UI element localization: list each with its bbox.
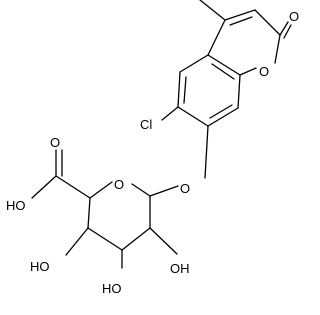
bond-c2-oh-right (149, 227, 178, 255)
bond-c5-c6-double (183, 76, 187, 104)
bond-c3-c4-double (229, 16, 253, 26)
structure-canvas: O O Cl O O O HO HO HO OH (6, 0, 299, 296)
bond-c6-c7 (177, 106, 209, 127)
bond-c4a-c5 (179, 54, 209, 73)
bond-c7-c8-double (209, 104, 233, 119)
label-carbonyl-oxygen: O (289, 9, 299, 24)
atom-labels: O O Cl O O O HO HO HO OH (6, 9, 299, 296)
label-ring-oxygen-coumarin: O (259, 64, 269, 79)
bond-cooh-hydroxyl (31, 175, 57, 199)
label-ether-oxygen: O (180, 181, 190, 196)
bond-c4-oh-left (65, 227, 89, 256)
bond-c7-o-ether (204, 125, 209, 179)
pyranone-ring (199, 0, 292, 76)
bond-c7-c8 (207, 107, 239, 127)
bond-c6-cl (161, 106, 179, 121)
bond-c1-ring-o (131, 183, 151, 197)
molecule-diagram: O O Cl O O O HO HO HO OH (6, 0, 299, 296)
bond-c2-o1 (274, 34, 281, 64)
bond-o1-c8a (239, 67, 257, 76)
bond-c2-carbonyl-double (283, 24, 292, 39)
bond-c5-c4 (87, 197, 91, 229)
bond-c1-o-ether (149, 185, 179, 197)
bond-c4a-c4 (207, 19, 226, 56)
bond-c3-c2 (254, 9, 281, 36)
label-hydroxyl-right: OH (170, 261, 190, 276)
bond-c4-c3 (87, 227, 123, 251)
benzene-ring (161, 54, 241, 179)
bond-c8a-c4a-double (211, 63, 235, 80)
bond-c4-methyl (199, 0, 226, 21)
bond-c2-carbonyl (279, 21, 289, 36)
label-ring-oxygen-sugar: O (114, 177, 124, 192)
label-acid-hydroxyl: HO (6, 198, 26, 213)
label-hydroxyl-left: HO (30, 259, 50, 274)
label-acid-carbonyl-oxygen: O (50, 135, 60, 150)
label-hydroxyl-bottom: HO (102, 281, 122, 296)
bond-c5-cooh (55, 175, 91, 199)
bond-ring-o-c5 (89, 181, 113, 199)
bond-c8a-c4a (207, 54, 241, 76)
sugar-ring (31, 149, 179, 269)
bond-c8-c8a (237, 74, 241, 109)
bond-c3-c2 (121, 227, 151, 251)
label-chlorine: Cl (140, 117, 152, 132)
bond-c4-c3 (224, 9, 256, 21)
bond-c5-c6 (177, 71, 181, 108)
